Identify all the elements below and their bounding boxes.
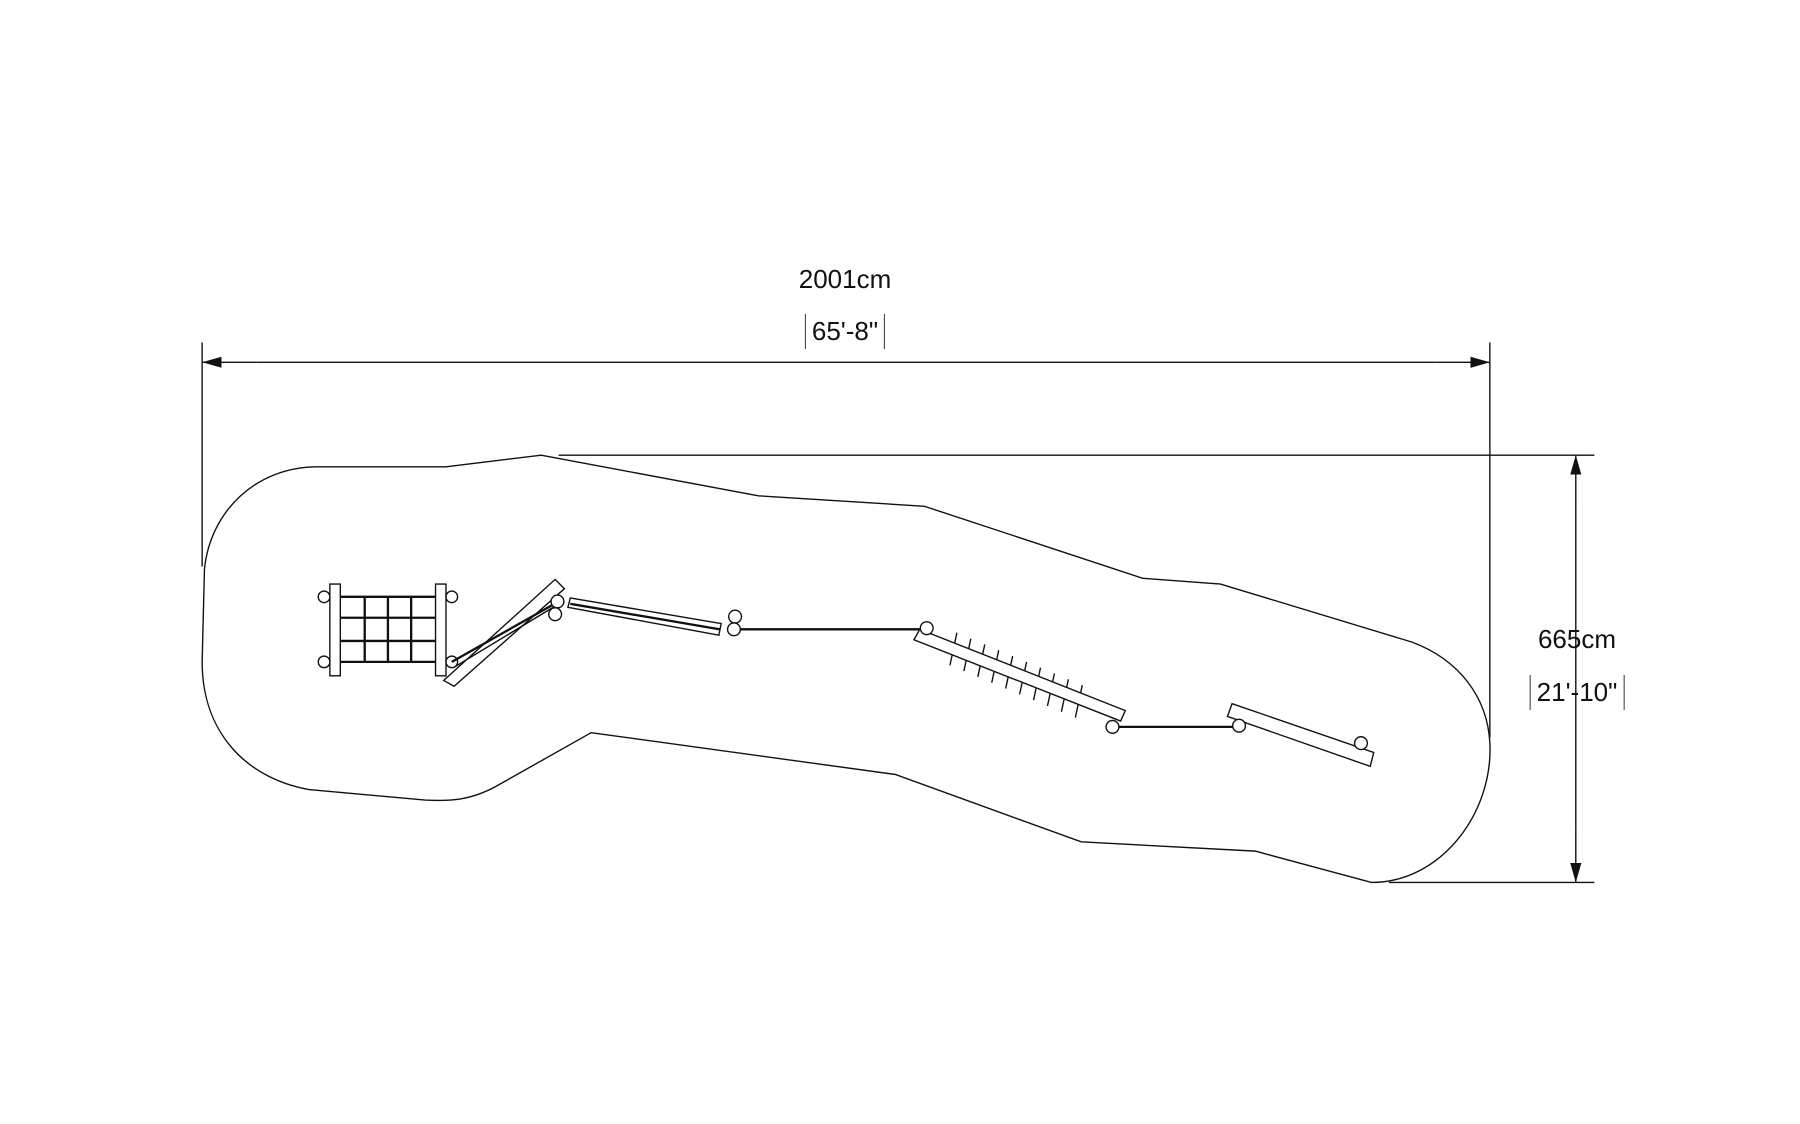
height-imperial-label: 21'-10" [1529, 675, 1625, 710]
width-dimension [201, 342, 1491, 738]
height-metric-label: 665cm [1537, 624, 1617, 654]
safety-zone-outline [201, 454, 1491, 884]
angled-climber [442, 578, 566, 688]
height-dimension [558, 454, 1595, 884]
width-imperial-label: 65'-8" [804, 314, 886, 349]
width-metric-label: 2001cm [798, 264, 892, 294]
balance-beam [567, 597, 743, 637]
horizontal-ladder [912, 621, 1127, 734]
cargo-net [317, 583, 459, 677]
end-plank [1226, 702, 1375, 768]
